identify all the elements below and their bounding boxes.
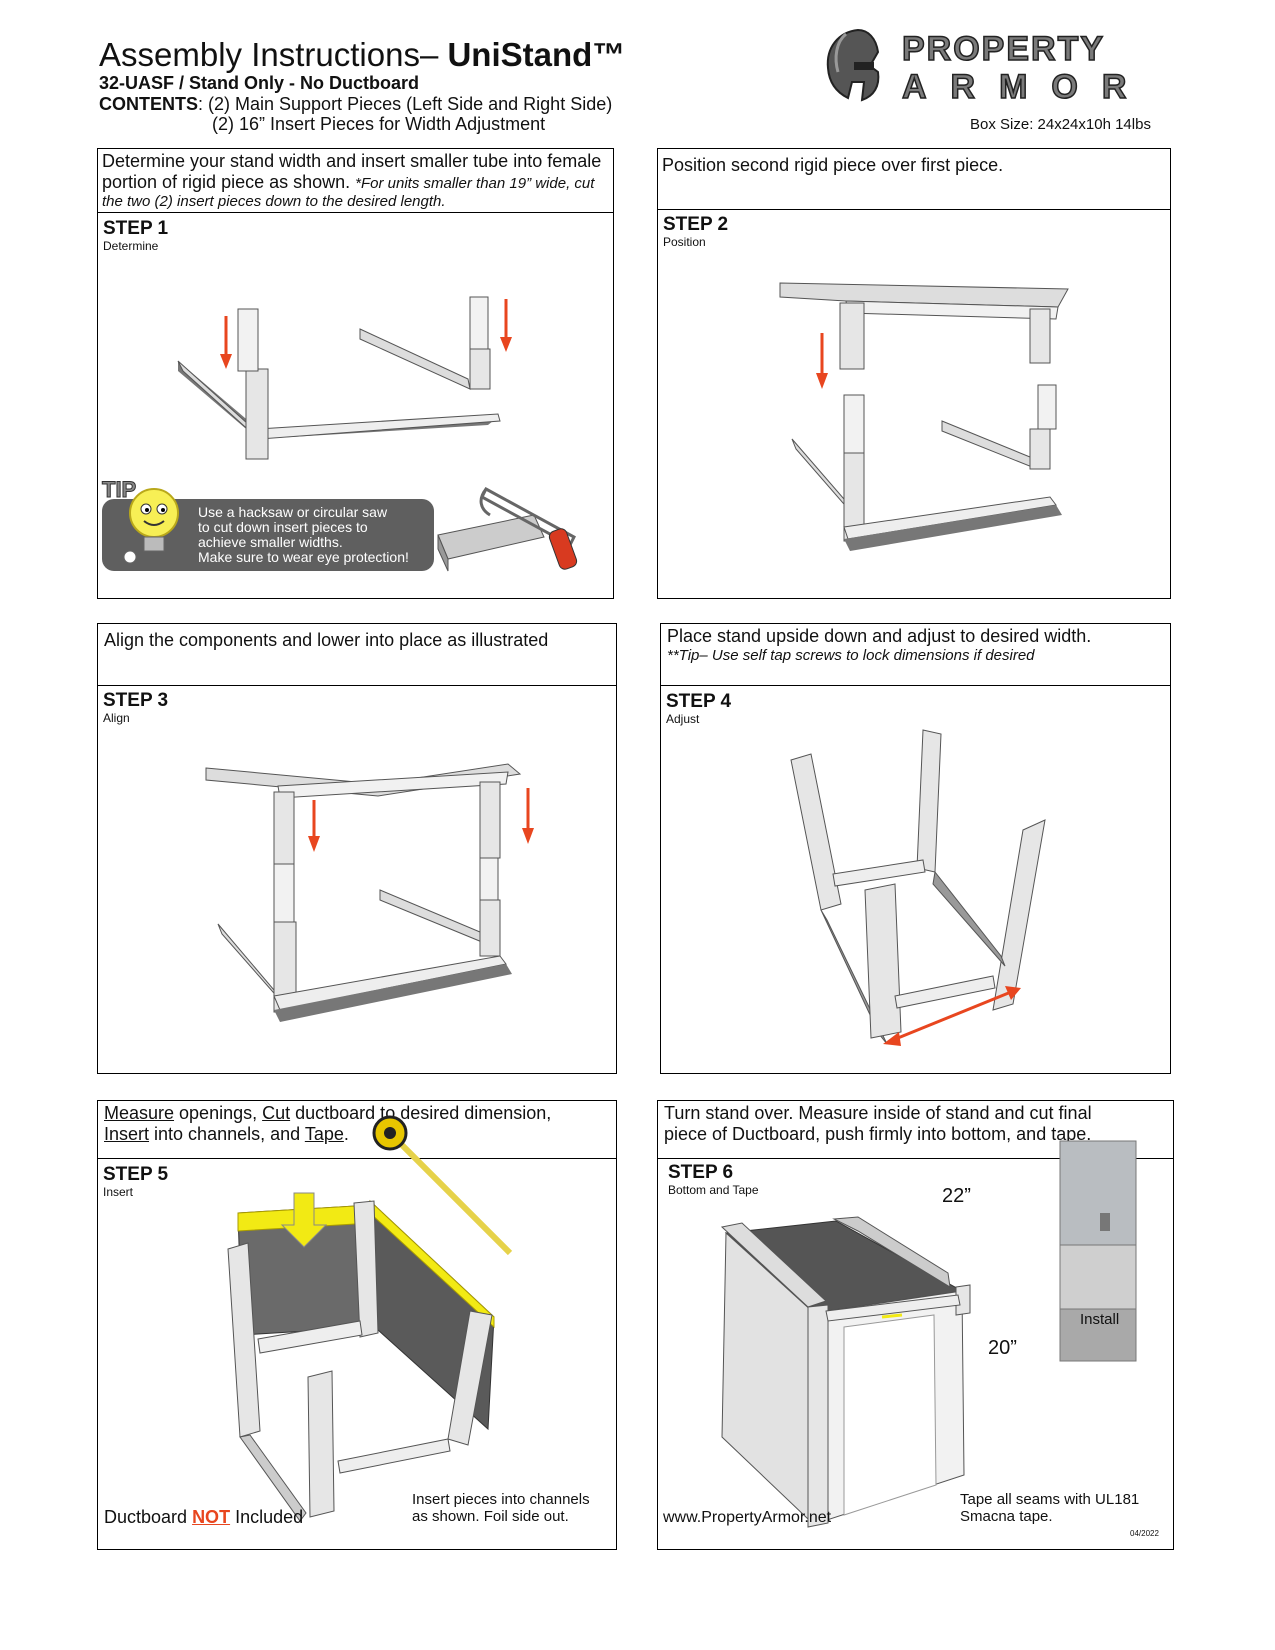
product-subtitle: 32-UASF / Stand Only - No Ductboard xyxy=(99,73,420,93)
step-2-label-group: STEP 2 Position xyxy=(663,214,729,250)
step-2-header: Position second rigid piece over first p… xyxy=(658,149,1170,210)
step-5-label-group: STEP 5 Insert xyxy=(103,1164,169,1200)
step-6-caption: Tape all seams with UL181 Smacna tape. xyxy=(960,1491,1139,1525)
website-link[interactable]: www.PropertyArmor.net xyxy=(663,1509,832,1526)
title-prefix: Assembly Instructions– xyxy=(99,36,448,73)
step-6-panel: Turn stand over. Measure inside of stand… xyxy=(657,1100,1174,1550)
step-1-label: STEP 1 xyxy=(103,218,169,239)
hacksaw-icon xyxy=(437,486,578,572)
air-handler-unit-icon xyxy=(1059,1140,1137,1362)
step-6-sublabel: Bottom and Tape xyxy=(668,1183,759,1197)
step-3-illustration xyxy=(205,763,534,1022)
step-5-text-2: ductboard to desired dimension, xyxy=(290,1103,552,1123)
step-5-header: Measure openings, Cut ductboard to desir… xyxy=(98,1101,616,1159)
lightbulb-icon xyxy=(123,488,179,564)
step-6-instruction-2: piece of Ductboard, push firmly into bot… xyxy=(664,1124,1092,1144)
box-size: Box Size: 24x24x10h 14lbs xyxy=(970,116,1151,133)
step-2-illustration xyxy=(779,282,1069,551)
step-1-header: Determine your stand width and insert sm… xyxy=(98,149,613,213)
ductboard-suffix: Included xyxy=(230,1507,304,1527)
step-5-illustration xyxy=(227,1115,513,1522)
step-4-label: STEP 4 xyxy=(666,691,732,712)
brand-line-2: ARMOR xyxy=(902,68,1150,106)
not-highlight: NOT xyxy=(192,1507,231,1527)
step-4-instruction: Place stand upside down and adjust to de… xyxy=(667,626,1092,646)
step-2-label: STEP 2 xyxy=(663,214,729,235)
step-4-label-group: STEP 4 Adjust xyxy=(666,691,732,727)
step-3-label-group: STEP 3 Align xyxy=(103,690,169,726)
tip-line-1: Use a hacksaw or circular saw xyxy=(198,504,388,520)
step-5-sublabel: Insert xyxy=(103,1185,134,1199)
step-3-sublabel: Align xyxy=(103,711,130,725)
step-6-illustration xyxy=(720,1140,1137,1528)
tape-measure-icon xyxy=(372,1115,513,1256)
step-5-label: STEP 5 xyxy=(103,1164,169,1185)
step-1-note: *For units smaller than 19” wide, cut th… xyxy=(102,175,595,210)
step-4-note: **Tip– Use self tap screws to lock dimen… xyxy=(667,647,1035,664)
contents-line-2: (2) 16” Insert Pieces for Width Adjustme… xyxy=(212,114,546,134)
step-4-panel: Place stand upside down and adjust to de… xyxy=(660,623,1171,1074)
date-code: 04/2022 xyxy=(1130,1529,1159,1538)
tip-line-3: achieve smaller widths. xyxy=(198,534,343,550)
step-6-header: Turn stand over. Measure inside of stand… xyxy=(658,1101,1173,1159)
insert-word: Insert xyxy=(104,1124,150,1144)
step-5-text-4: . xyxy=(343,1124,349,1144)
step-3-instruction: Align the components and lower into plac… xyxy=(104,630,549,650)
step-5-text-1: openings, xyxy=(174,1103,263,1123)
step-4-illustration xyxy=(790,729,1046,1046)
step-1-illustration xyxy=(177,296,512,460)
contents-line-1: : (2) Main Support Pieces (Left Side and… xyxy=(198,94,613,114)
step-1-label-group: STEP 1 Determine xyxy=(103,218,169,254)
brand-line-1: PROPERTY xyxy=(902,30,1105,68)
property-armor-logo: PROPERTY ARMOR xyxy=(826,28,1150,107)
step-2-panel: Position second rigid piece over first p… xyxy=(657,148,1171,599)
step-4-sublabel: Adjust xyxy=(666,712,700,726)
step-6-caption-line-2: Smacna tape. xyxy=(960,1508,1053,1525)
ductboard-prefix: Ductboard xyxy=(104,1507,193,1527)
ductboard-not-included: Ductboard NOT Included xyxy=(104,1507,303,1528)
tip-text: Use a hacksaw or circular saw to cut dow… xyxy=(198,505,409,565)
step-3-panel: Align the components and lower into plac… xyxy=(97,623,617,1074)
step-6-caption-line-1: Tape all seams with UL181 xyxy=(960,1491,1140,1508)
step-5-caption: Insert pieces into channels as shown. Fo… xyxy=(412,1491,590,1525)
step-5-caption-line-1: Insert pieces into channels xyxy=(412,1491,590,1508)
step-6-label-group: STEP 6 Bottom and Tape xyxy=(668,1162,759,1198)
contents-label: CONTENTS xyxy=(99,94,198,114)
step-5-instruction: Measure openings, Cut ductboard to desir… xyxy=(104,1103,612,1145)
tip-label: TIP xyxy=(101,477,137,503)
step-2-instruction: Position second rigid piece over first p… xyxy=(662,155,1004,175)
step-3-label: STEP 3 xyxy=(103,690,169,711)
step-1-sublabel: Determine xyxy=(103,239,159,253)
tape-word: Tape xyxy=(304,1124,344,1144)
step-4-header: Place stand upside down and adjust to de… xyxy=(661,624,1170,686)
step-6-instruction-1: Turn stand over. Measure inside of stand… xyxy=(664,1103,1092,1123)
step-1-panel: Determine your stand width and insert sm… xyxy=(97,148,614,599)
measure-word: Measure xyxy=(104,1103,175,1123)
title-product: UniStand™ xyxy=(447,36,626,73)
helmet-icon xyxy=(826,28,880,102)
step-5-text-3: into channels, and xyxy=(149,1124,305,1144)
tip-line-4: Make sure to wear eye protection! xyxy=(198,549,409,565)
cut-word: Cut xyxy=(262,1103,291,1123)
contents-list: CONTENTS: (2) Main Support Pieces (Left … xyxy=(99,94,612,134)
step-3-header: Align the components and lower into plac… xyxy=(98,624,616,686)
install-label: Install xyxy=(1080,1311,1120,1328)
step-5-panel: Measure openings, Cut ductboard to desir… xyxy=(97,1100,617,1550)
step-1-instruction: Determine your stand width and insert sm… xyxy=(102,151,602,192)
page-title: Assembly Instructions– UniStand™ xyxy=(99,36,625,74)
step-6-label: STEP 6 xyxy=(668,1162,734,1183)
tip-line-2: to cut down insert pieces to xyxy=(198,519,368,535)
step-2-sublabel: Position xyxy=(663,235,706,249)
dimension-side: 20” xyxy=(988,1337,1017,1359)
dimension-top: 22” xyxy=(942,1185,971,1207)
step-5-caption-line-2: as shown. Foil side out. xyxy=(412,1508,569,1525)
